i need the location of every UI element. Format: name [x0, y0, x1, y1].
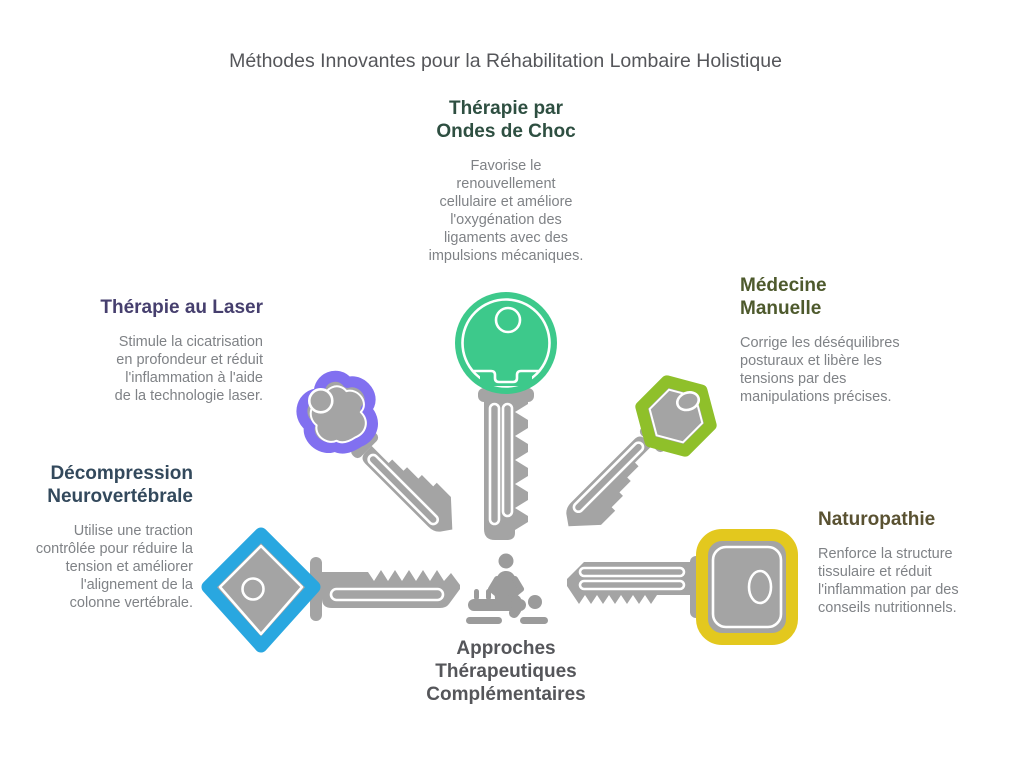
key-icon-ondes-de-choc: [455, 292, 557, 540]
section-title: Thérapie par Ondes de Choc: [436, 98, 576, 142]
center-title: Approches Thérapeutiques Complémentaires: [426, 638, 586, 705]
section-description: Favorise le renouvellement cellulaire et…: [428, 158, 584, 264]
key-icon-naturopathie: [567, 529, 798, 645]
section-laser: Thérapie au Laser Stimule la cicatrisati…: [73, 296, 263, 405]
section-description: Utilise une traction contrôlée pour rédu…: [35, 523, 193, 611]
section-title: Thérapie au Laser: [100, 297, 263, 318]
section-medecine-manuelle: Médecine Manuelle Corrige les déséquilib…: [740, 274, 940, 406]
section-description: Corrige les déséquilibres posturaux et l…: [740, 335, 900, 405]
key-icon-decompression: [201, 527, 460, 653]
key-icon-medecine-manuelle: [566, 375, 717, 527]
section-title: Naturopathie: [818, 509, 936, 530]
center-label: Approches Thérapeutiques Complémentaires: [381, 637, 631, 706]
key-icon-laser: [296, 370, 453, 532]
section-description: Renforce la structure tissulaire et rédu…: [818, 546, 959, 616]
section-decompression: Décompression Neurovertébrale Utilise un…: [13, 462, 193, 612]
massage-therapy-icon: [466, 553, 548, 624]
section-title: Décompression Neurovertébrale: [47, 463, 193, 507]
section-description: Stimule la cicatrisation en profondeur e…: [114, 334, 263, 404]
section-title: Médecine Manuelle: [740, 275, 827, 319]
section-naturopathie: Naturopathie Renforce la structure tissu…: [818, 508, 998, 617]
page-title: Méthodes Innovantes pour la Réhabilitati…: [229, 50, 782, 72]
section-ondes-de-choc: Thérapie par Ondes de Choc Favorise le r…: [356, 97, 656, 265]
